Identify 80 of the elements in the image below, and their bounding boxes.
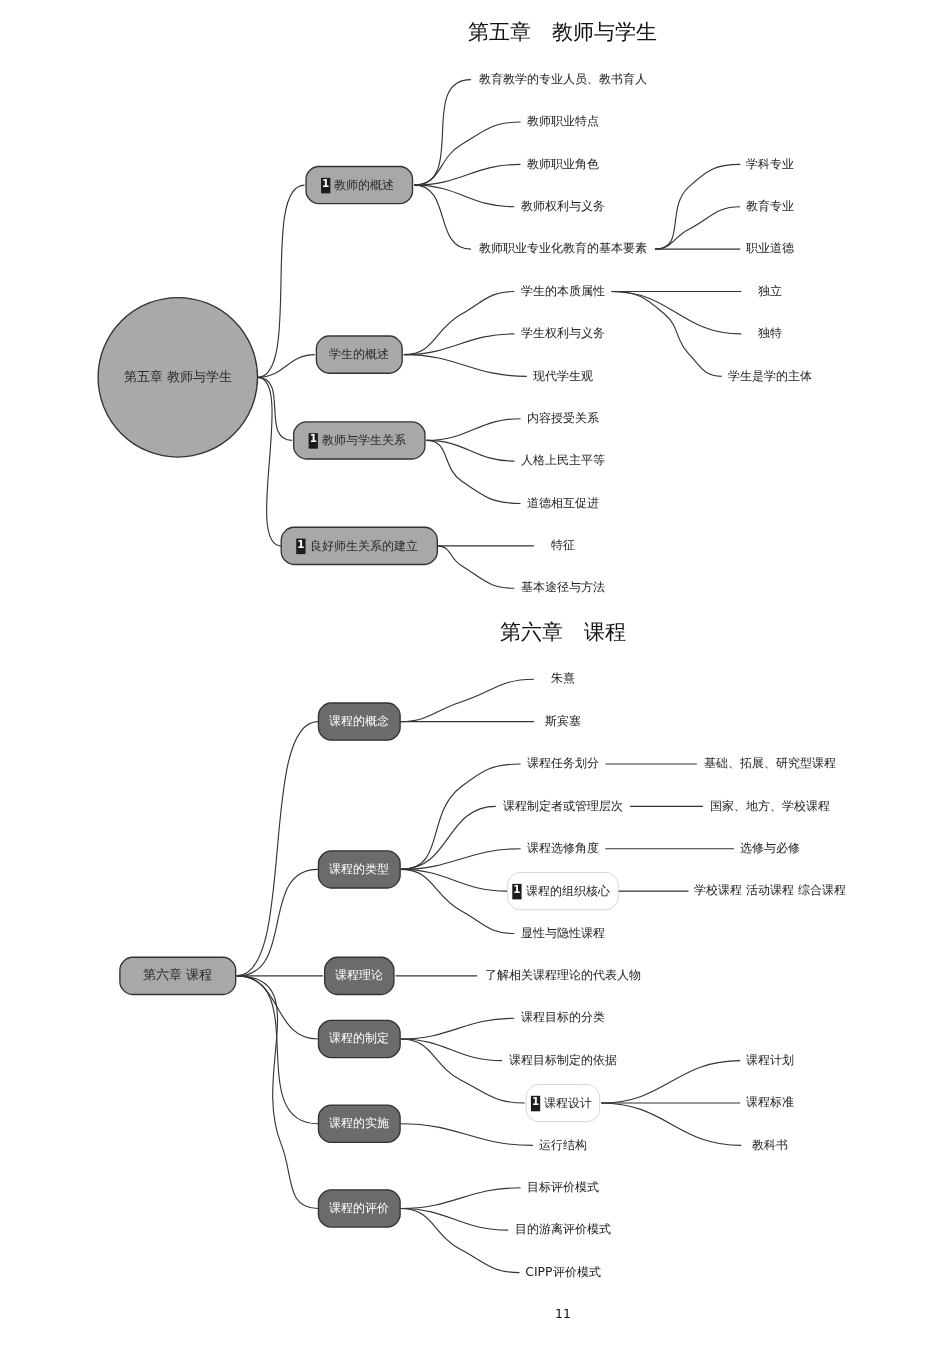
node-text: 基本途径与方法 bbox=[520, 579, 605, 595]
node-text: 独立 bbox=[758, 282, 783, 298]
node-text: 教师职业角色 bbox=[526, 155, 599, 171]
node-text: 课程制定者或管理层次 bbox=[502, 797, 623, 813]
node-text: 教师职业专业化教育的基本要素 bbox=[478, 240, 647, 256]
node-text: 内容授受关系 bbox=[526, 409, 599, 425]
node-text: 课程任务划分 bbox=[526, 755, 599, 771]
node-text: 目的游离评价模式 bbox=[514, 1221, 611, 1237]
node-box: 1 课程的组织核心 bbox=[507, 872, 619, 911]
connector bbox=[400, 868, 515, 935]
node-box: 1 教师的概述 bbox=[305, 165, 414, 205]
node-text: 了解相关课程理论的代表人物 bbox=[484, 967, 641, 983]
node-text: 学科专业 bbox=[746, 155, 795, 171]
connector bbox=[604, 848, 735, 850]
connector bbox=[256, 184, 306, 378]
node-text: 朱熹 bbox=[550, 670, 575, 686]
node-text: 学生是学的主体 bbox=[728, 367, 813, 383]
node-text: 选修与必修 bbox=[740, 839, 801, 855]
node-text: 现代学生观 bbox=[532, 367, 593, 383]
node-text: 显性与隐性课程 bbox=[520, 924, 605, 940]
connector bbox=[618, 890, 690, 892]
connector bbox=[436, 545, 515, 589]
node-text: 课程目标的分类 bbox=[520, 1009, 605, 1025]
connector bbox=[400, 1207, 521, 1274]
node-box: 课程理论 bbox=[324, 956, 395, 996]
node-text: 独特 bbox=[758, 325, 783, 341]
node-text: 学生的本质属性 bbox=[520, 282, 605, 298]
node-text: 学生权利与义务 bbox=[520, 325, 605, 341]
label: 11 bbox=[555, 1306, 571, 1322]
connector bbox=[629, 805, 704, 807]
node-box: 课程的评价 bbox=[317, 1189, 401, 1228]
node-text: 教科书 bbox=[752, 1136, 789, 1152]
node-text: 学校课程 活动课程 综合课程 bbox=[694, 882, 847, 898]
node-box: 学生的概述 bbox=[315, 335, 403, 374]
connector bbox=[600, 1102, 742, 1146]
node-text: 教育教学的专业人员、教书育人 bbox=[478, 70, 647, 86]
node-text: 课程选修角度 bbox=[526, 839, 599, 855]
node-text: 道德相互促进 bbox=[526, 494, 599, 510]
node-text: 课程计划 bbox=[746, 1051, 795, 1067]
connector bbox=[654, 248, 741, 250]
node-text: 国家、地方、学校课程 bbox=[710, 797, 831, 813]
connector bbox=[400, 763, 522, 870]
node-box: 1 良好师生关系的建立 bbox=[280, 526, 438, 566]
connector bbox=[400, 1038, 526, 1104]
node-box: 课程的类型 bbox=[317, 850, 401, 889]
node-box: 1 课程设计 bbox=[525, 1084, 600, 1122]
node-text: 运行结构 bbox=[538, 1136, 587, 1152]
label: 第五章 教师与学生 bbox=[468, 20, 658, 45]
label: 第六章 课程 bbox=[499, 619, 626, 644]
node-text: 教育专业 bbox=[746, 197, 795, 213]
node-text: 斯宾塞 bbox=[544, 712, 581, 728]
connector bbox=[610, 291, 723, 377]
node-text: 课程目标制定的依据 bbox=[508, 1051, 617, 1067]
node-text: 特征 bbox=[550, 537, 575, 553]
node-box: 课程的概念 bbox=[317, 702, 401, 741]
node-box: 课程的制定 bbox=[317, 1019, 401, 1059]
connector bbox=[400, 1123, 534, 1146]
connector bbox=[256, 376, 282, 547]
connector bbox=[413, 184, 515, 208]
node-text: 目标评价模式 bbox=[526, 1179, 599, 1195]
node-text: CIPP评价模式 bbox=[525, 1263, 601, 1279]
node-text: 人格上民主平等 bbox=[520, 452, 605, 468]
connector bbox=[403, 354, 528, 377]
connector bbox=[400, 721, 535, 723]
connector bbox=[236, 975, 319, 1210]
connector bbox=[400, 678, 535, 723]
node-box: 第六章 课程 bbox=[119, 956, 237, 996]
connector bbox=[413, 184, 472, 250]
connector bbox=[394, 975, 478, 977]
node-text: 教师职业特点 bbox=[526, 113, 599, 129]
node-circle: 第五章 教师与学生 bbox=[97, 296, 259, 458]
node-text: 教师权利与义务 bbox=[520, 197, 605, 213]
connector bbox=[654, 163, 741, 250]
node-text: 职业道德 bbox=[746, 240, 795, 256]
connector bbox=[425, 439, 522, 505]
node-text: 基础、拓展、研究型课程 bbox=[704, 755, 837, 771]
connector bbox=[654, 206, 741, 250]
node-box: 课程的实施 bbox=[317, 1104, 401, 1143]
node-text: 课程标准 bbox=[746, 1094, 795, 1110]
node-box: 1 教师与学生关系 bbox=[292, 421, 426, 460]
